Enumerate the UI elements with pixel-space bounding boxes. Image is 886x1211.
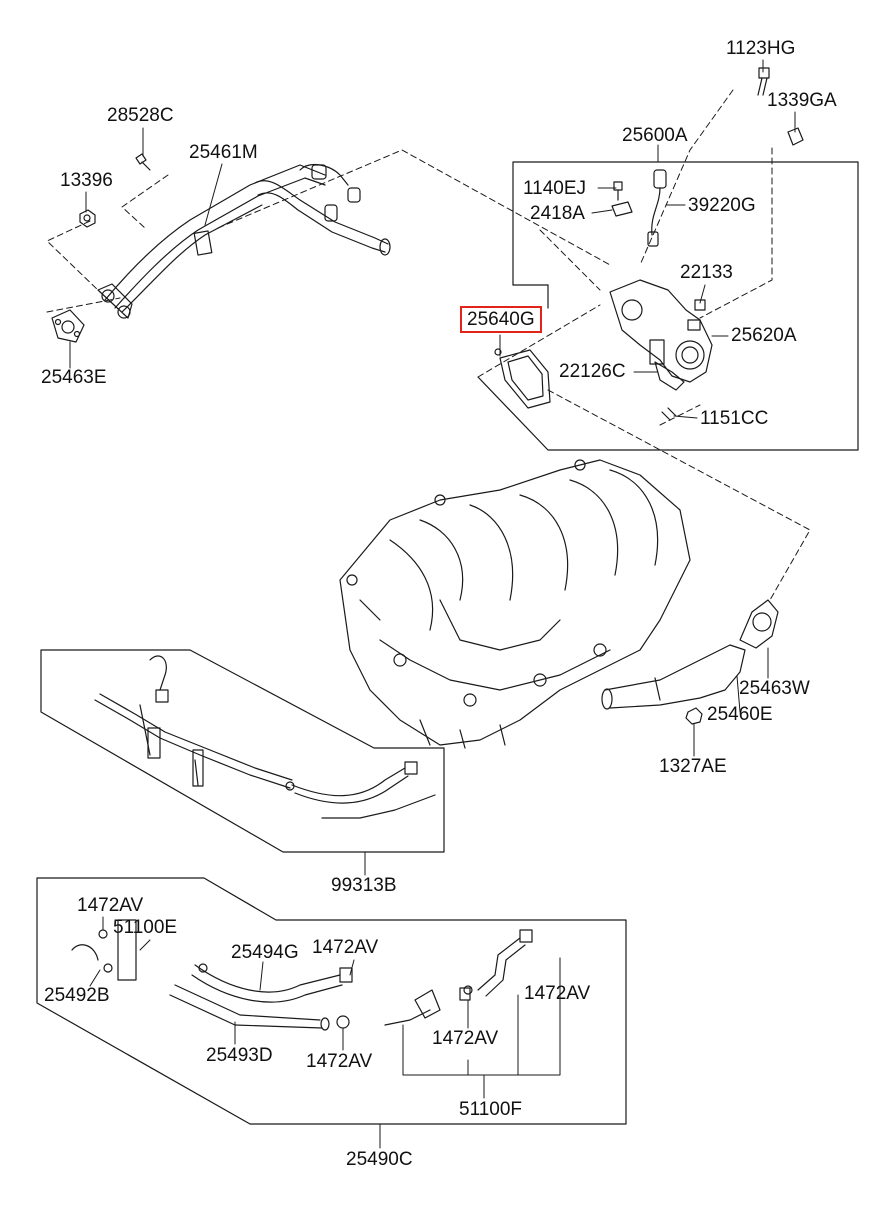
label-25490c[interactable]: 25490C: [346, 1149, 413, 1170]
thermostat-group-box: [478, 162, 858, 450]
label-1472av-b[interactable]: 1472AV: [312, 937, 379, 958]
bolt-1151cc-icon: [662, 408, 676, 420]
label-25640g-highlighted[interactable]: 25640G: [460, 306, 542, 333]
label-25492b[interactable]: 25492B: [44, 985, 110, 1006]
label-22126c[interactable]: 22126C: [559, 361, 626, 382]
label-1140ej[interactable]: 1140EJ: [523, 178, 587, 199]
label-25463w[interactable]: 25463W: [739, 678, 810, 699]
upper-dash-lines: [47, 90, 810, 600]
label-2418a[interactable]: 2418A: [530, 203, 585, 224]
label-99313b[interactable]: 99313B: [331, 875, 397, 896]
label-51100e[interactable]: 51100E: [113, 917, 178, 938]
coolant-pipe-25461m: [98, 165, 390, 318]
label-1472av-e[interactable]: 1472AV: [306, 1051, 373, 1072]
label-25620a[interactable]: 25620A: [731, 325, 797, 346]
bolt-1140ej-icon: [614, 182, 622, 200]
hose-group-99313b-box: [41, 650, 444, 852]
bolt-28528c-icon: [136, 154, 150, 170]
label-25463e[interactable]: 25463E: [41, 367, 107, 388]
label-1327ae[interactable]: 1327AE: [659, 756, 727, 777]
label-1339ga[interactable]: 1339GA: [767, 90, 837, 111]
label-1472av-c[interactable]: 1472AV: [524, 983, 591, 1004]
bolt-1123hg-icon: [758, 68, 769, 95]
hose-group-99313b-parts: [95, 656, 435, 818]
leader-lines: [70, 60, 795, 1148]
hose-group-25490c-parts: [72, 920, 532, 1030]
gasket-25463e-icon: [52, 310, 84, 342]
label-25600a[interactable]: 25600A: [622, 125, 688, 146]
label-13396[interactable]: 13396: [60, 170, 113, 191]
label-28528c[interactable]: 28528C: [107, 105, 174, 126]
label-1151cc[interactable]: 1151CC: [700, 408, 769, 429]
intake-manifold: [340, 460, 690, 748]
gasket-25640g-icon: [495, 349, 550, 408]
label-22133[interactable]: 22133: [680, 262, 733, 283]
nut-13396-icon: [80, 210, 95, 227]
bracket-2418a-icon: [612, 202, 632, 216]
label-25493d[interactable]: 25493D: [206, 1045, 273, 1066]
label-1472av-d[interactable]: 1472AV: [432, 1028, 499, 1049]
label-25461m[interactable]: 25461M: [189, 142, 258, 163]
label-25460e[interactable]: 25460E: [707, 704, 773, 725]
sensor-39220g-icon: [648, 170, 666, 246]
thermostat-housing-25620a: [610, 280, 712, 390]
hose-group-25490c-box: [37, 878, 626, 1124]
label-1472av-a[interactable]: 1472AV: [77, 895, 144, 916]
label-25494g[interactable]: 25494G: [231, 942, 299, 963]
label-39220g[interactable]: 39220G: [688, 195, 756, 216]
label-1123hg[interactable]: 1123HG: [726, 38, 796, 59]
outlet-pipe-25460e: [602, 600, 778, 724]
label-51100f[interactable]: 51100F: [459, 1099, 523, 1120]
